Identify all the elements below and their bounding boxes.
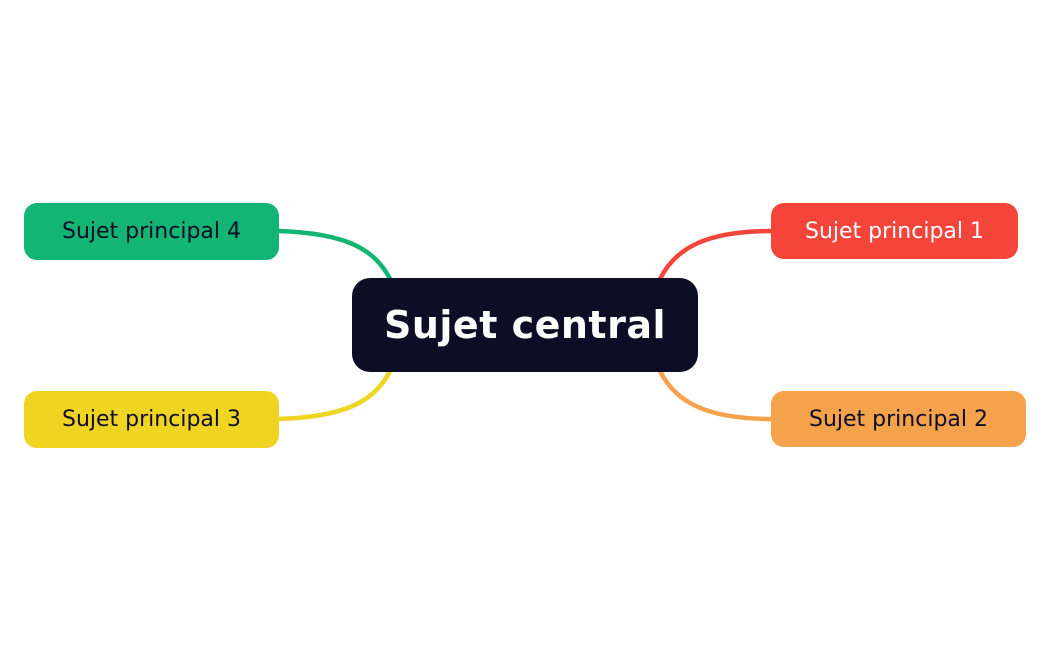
branch-node-2[interactable]: Sujet principal 2 xyxy=(771,391,1026,447)
connector-central-to-branch-3 xyxy=(275,368,393,422)
branch-node-2-label: Sujet principal 2 xyxy=(809,406,988,432)
branch-node-3-label: Sujet principal 3 xyxy=(62,407,241,432)
connector-central-to-branch-1 xyxy=(657,228,775,282)
branch-node-1-label: Sujet principal 1 xyxy=(805,218,984,244)
branch-node-3[interactable]: Sujet principal 3 xyxy=(24,391,279,448)
branch-node-1[interactable]: Sujet principal 1 xyxy=(771,203,1018,259)
branch-node-4[interactable]: Sujet principal 4 xyxy=(24,203,279,260)
branch-node-4-label: Sujet principal 4 xyxy=(62,219,241,244)
central-topic-label: Sujet central xyxy=(383,303,667,347)
connector-central-to-branch-4 xyxy=(275,228,393,282)
connector-central-to-branch-2 xyxy=(657,368,775,422)
central-topic-node[interactable]: Sujet central xyxy=(352,278,698,372)
